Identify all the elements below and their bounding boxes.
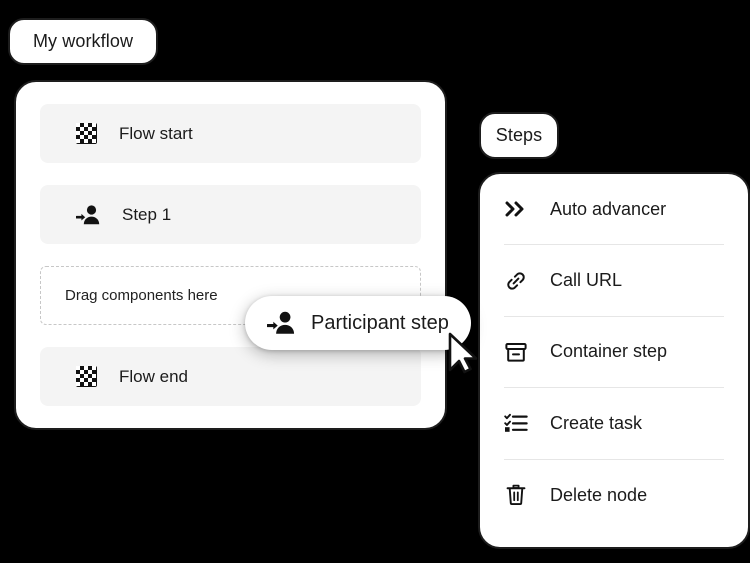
workflow-dropzone[interactable]: Drag components here [40, 266, 421, 325]
tab-my-workflow[interactable]: My workflow [8, 18, 158, 65]
tab-steps[interactable]: Steps [479, 112, 559, 159]
step-item-delete-node[interactable]: Delete node [504, 460, 724, 531]
checklist-icon [504, 414, 528, 433]
archive-box-icon [505, 342, 527, 362]
tab-steps-label: Steps [495, 125, 543, 145]
step-item-label: Delete node [550, 484, 648, 505]
link-chain-icon [507, 271, 525, 290]
participant-step-icon [267, 311, 295, 334]
workflow-dropzone-label: Drag components here [65, 287, 218, 304]
workflow-row-flow-end[interactable]: Flow end [40, 347, 421, 406]
workflow-row-step-1[interactable]: Step 1 [40, 185, 421, 244]
workflow-row-flow-start[interactable]: Flow start [40, 104, 421, 163]
step-item-label: Auto advancer [550, 198, 667, 219]
step-item-auto-advancer[interactable]: Auto advancer [504, 174, 724, 246]
double-chevron-right-icon [505, 201, 524, 217]
step-item-label: Create task [550, 412, 643, 433]
workflow-panel: Flow start Step 1 Drag components here [14, 80, 447, 430]
tab-my-workflow-label: My workflow [32, 31, 134, 51]
dragged-participant-step-chip[interactable]: Participant step [245, 296, 471, 350]
checkered-flag-icon [76, 123, 97, 144]
step-item-call-url[interactable]: Call URL [504, 245, 724, 317]
workflow-row-label: Flow end [119, 366, 188, 386]
participant-step-icon [76, 204, 100, 224]
step-item-container-step[interactable]: Container step [504, 317, 724, 389]
trash-icon [506, 484, 526, 506]
steps-panel: Auto advancer Call URL Container step [478, 172, 750, 549]
step-item-label: Call URL [550, 270, 623, 291]
step-item-label: Container step [550, 341, 668, 362]
workflow-row-label: Step 1 [122, 204, 172, 224]
checkered-flag-icon [76, 366, 97, 387]
step-item-create-task[interactable]: Create task [504, 388, 724, 460]
workflow-row-label: Flow start [119, 123, 193, 143]
dragged-chip-label: Participant step [311, 311, 449, 334]
